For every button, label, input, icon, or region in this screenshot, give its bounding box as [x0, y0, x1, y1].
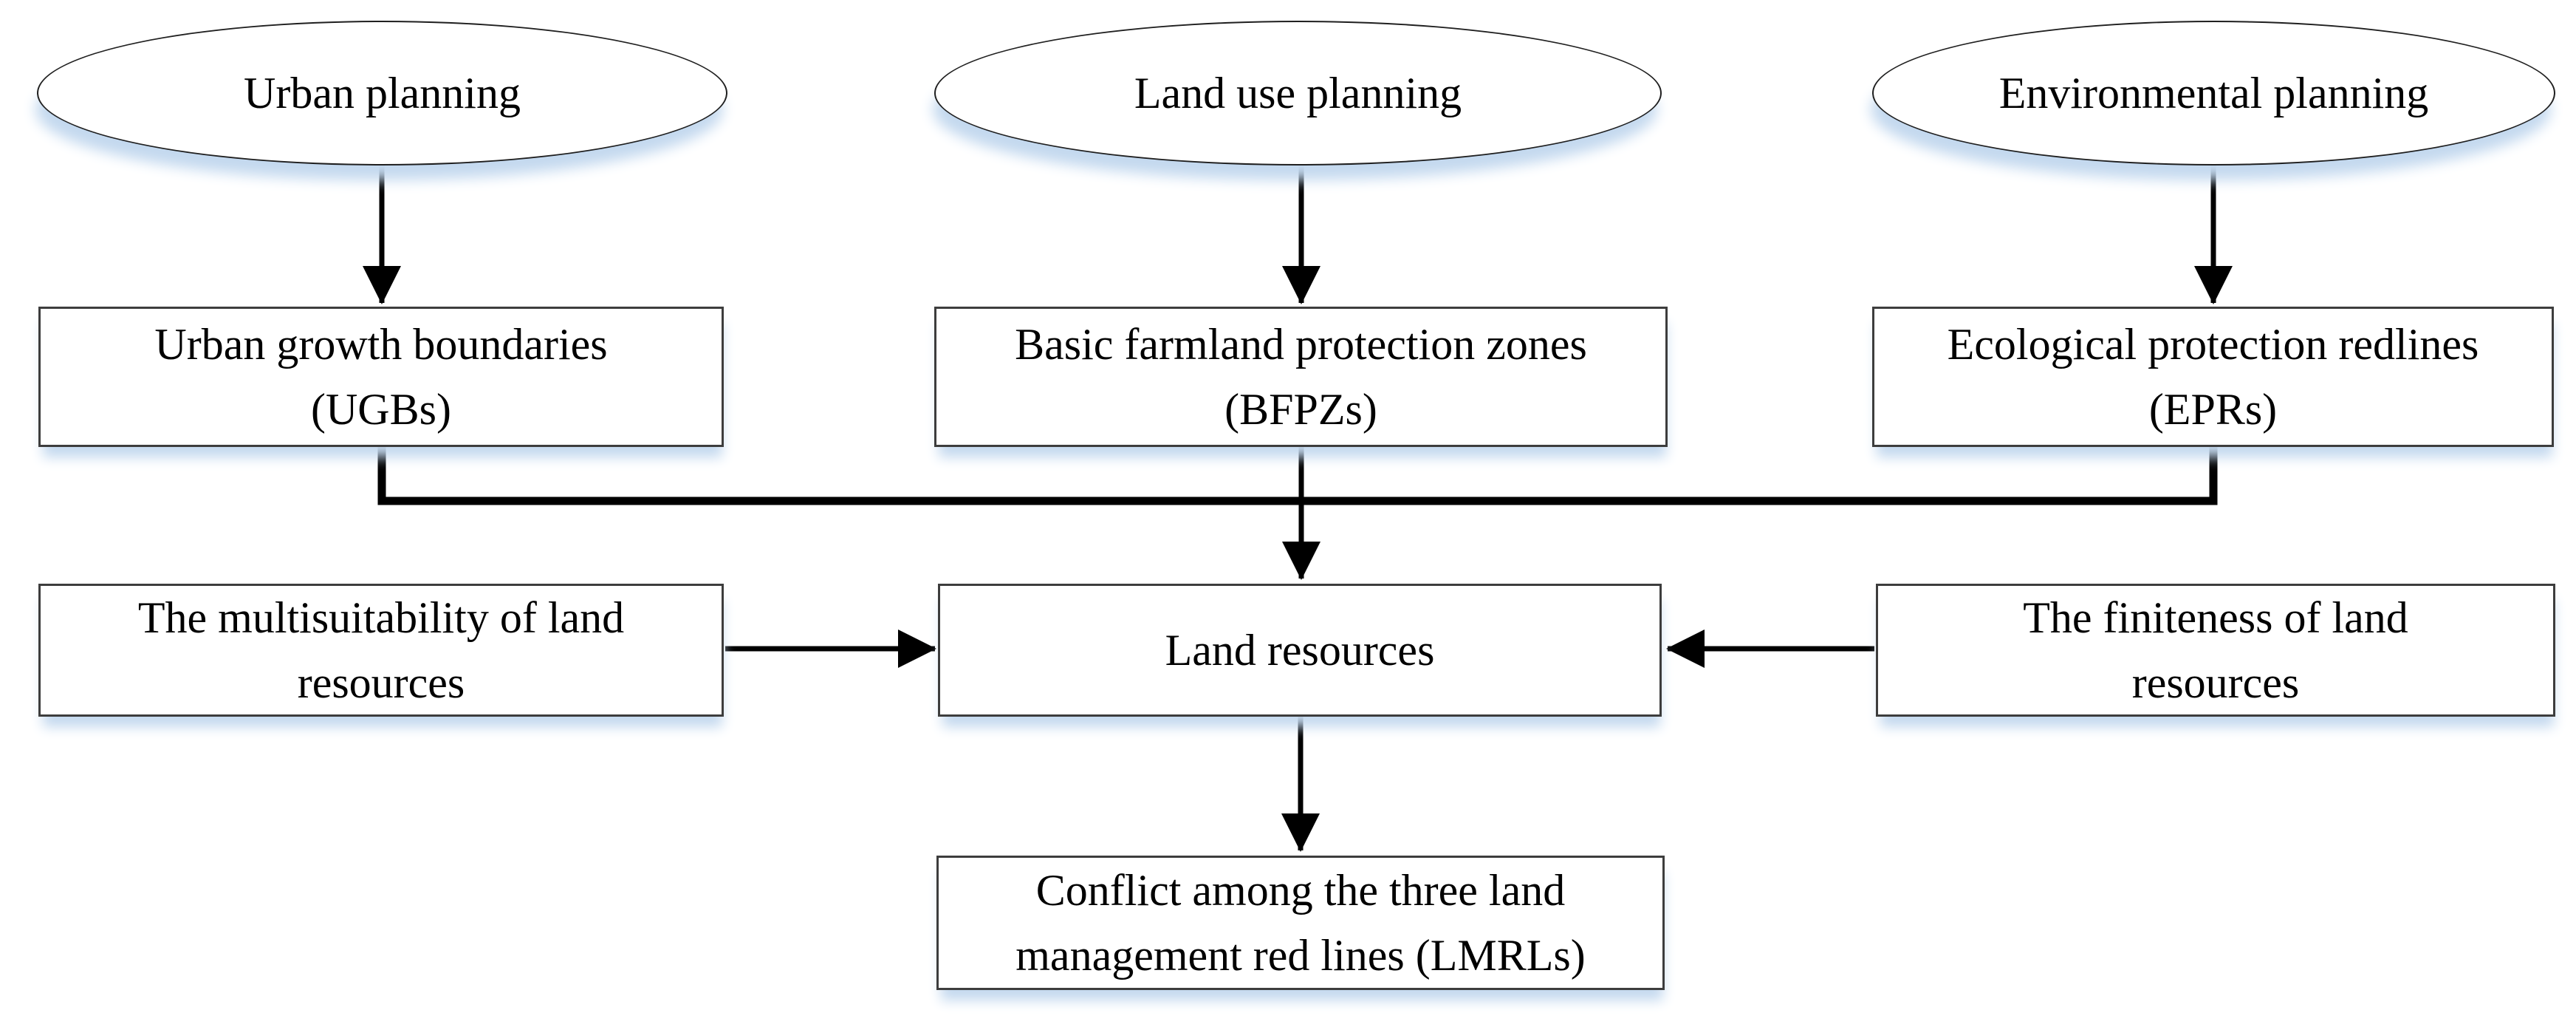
- node-eprs: Ecological protection redlines (EPRs): [1872, 307, 2554, 447]
- node-ugbs: Urban growth boundaries (UGBs): [38, 307, 724, 447]
- node-environmental-planning: Environmental planning: [1872, 21, 2555, 166]
- node-label: Urban growth boundaries: [154, 320, 608, 369]
- node-label: management red lines (LMRLs): [1015, 931, 1586, 980]
- node-land-use-planning: Land use planning: [934, 21, 1662, 166]
- node-label: resources: [2131, 658, 2300, 707]
- node-label: Ecological protection redlines: [1947, 320, 2479, 369]
- node-label: (UGBs): [311, 385, 451, 434]
- edge-merge-line: [377, 447, 2218, 505]
- node-land-resources: Land resources: [938, 584, 1662, 717]
- node-multisuitability: The multisuitability of land resources: [38, 584, 724, 717]
- node-label: The finiteness of land: [2023, 593, 2408, 642]
- node-label: The multisuitability of land: [137, 593, 625, 642]
- node-label: Environmental planning: [1998, 69, 2429, 117]
- node-label: Urban planning: [244, 69, 521, 117]
- node-label: Basic farmland protection zones: [1015, 320, 1587, 369]
- node-label: (EPRs): [2148, 385, 2278, 434]
- node-label: resources: [297, 658, 465, 707]
- node-label: Land resources: [1165, 626, 1435, 675]
- node-label: Conflict among the three land: [1035, 866, 1566, 915]
- node-finiteness: The finiteness of land resources: [1876, 584, 2555, 717]
- node-urban-planning: Urban planning: [37, 21, 727, 166]
- node-label: (BFPZs): [1224, 385, 1377, 434]
- node-label: Land use planning: [1134, 69, 1462, 117]
- node-bfpzs: Basic farmland protection zones (BFPZs): [934, 307, 1668, 447]
- node-conflict-lmrls: Conflict among the three land management…: [936, 856, 1665, 990]
